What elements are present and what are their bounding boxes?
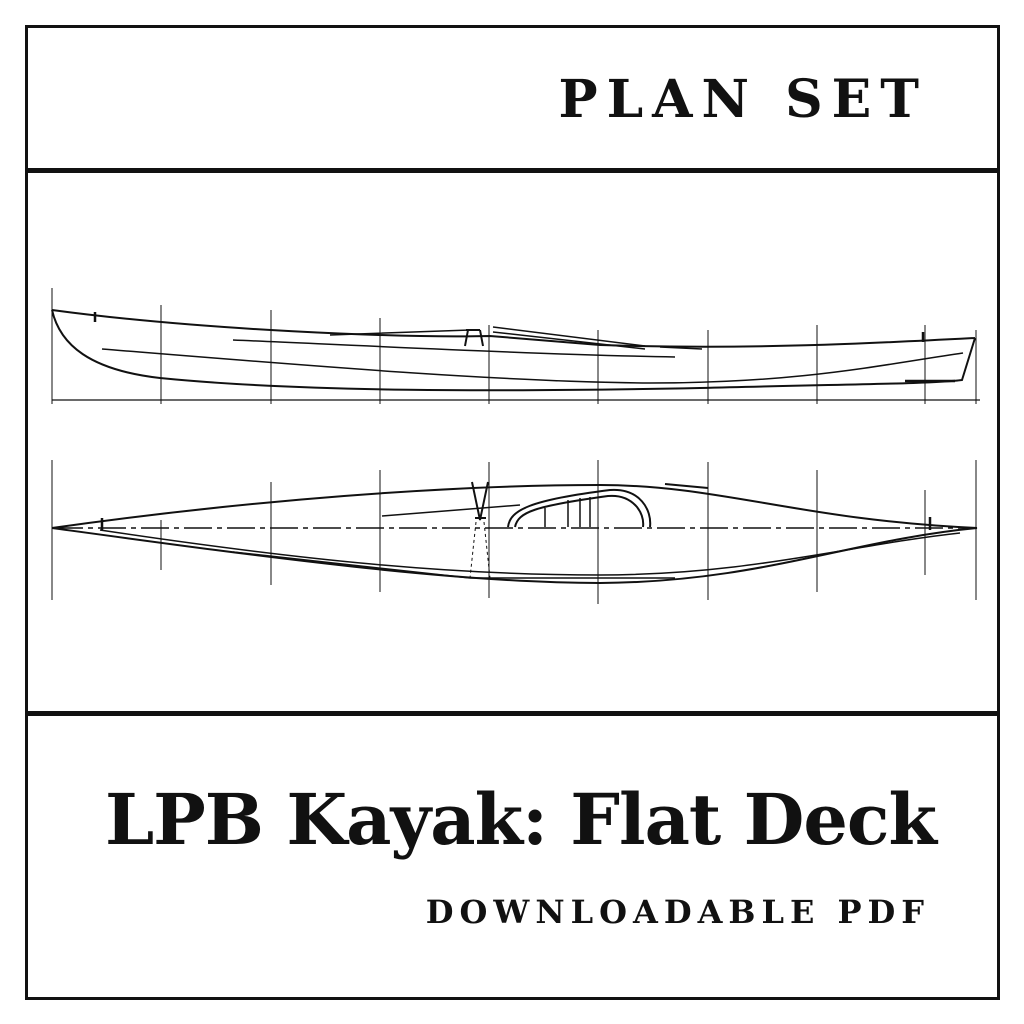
plan-outline — [51, 483, 978, 585]
product-title: LPB Kayak: Flat Deck — [104, 778, 937, 861]
plan-set-label: PLAN SET — [558, 69, 928, 130]
profile-keel — [51, 309, 976, 392]
profile-sheer — [51, 309, 976, 348]
profile-view — [51, 288, 980, 404]
plan-view — [51, 460, 978, 604]
top-divider — [25, 168, 1000, 173]
bottom-divider — [25, 711, 1000, 716]
border-frame — [25, 25, 1000, 1000]
cockpit — [507, 488, 652, 528]
product-subtitle: DOWNLOADABLE PDF — [425, 893, 930, 931]
